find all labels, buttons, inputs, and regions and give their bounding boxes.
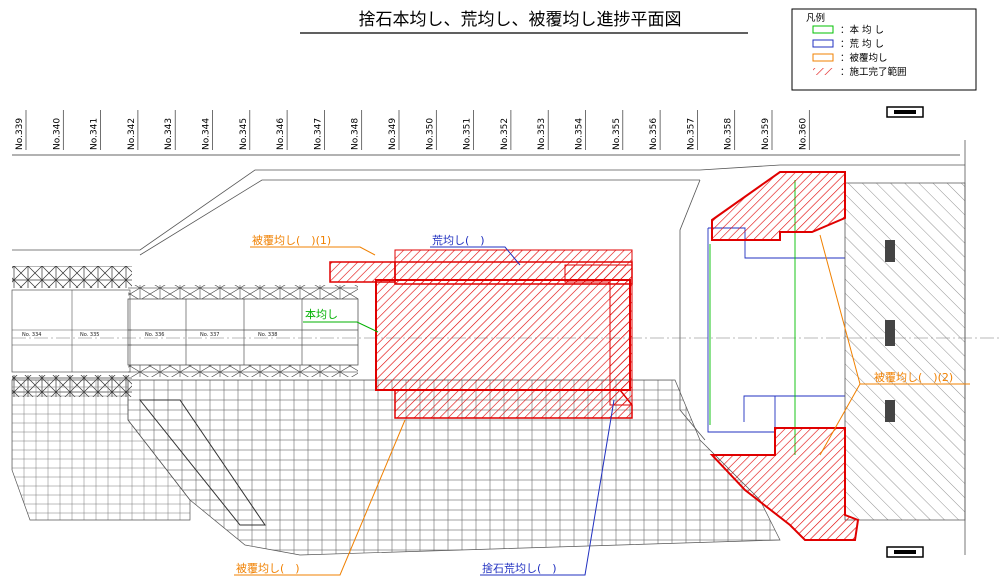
station-label: No.353: [537, 118, 547, 150]
label-block-3: [885, 400, 895, 422]
station-label: No.343: [164, 118, 174, 150]
left-block-lines: [12, 290, 132, 372]
armor-block-field-left: [11, 379, 191, 521]
station-label: No.356: [649, 118, 659, 150]
legend-label-ara: ：荒 均 し: [840, 38, 884, 50]
station-label: No.355: [612, 118, 622, 150]
station-label: No.349: [388, 118, 398, 150]
callout-hifuku1: 被覆均し( )(1): [252, 234, 331, 247]
station-label: No.342: [127, 118, 137, 150]
station-label: No.348: [351, 118, 361, 150]
label-block-2: [885, 320, 895, 346]
completed-areas: [329, 171, 860, 541]
block-label-2: No. 335: [80, 332, 99, 338]
completed-right-edge: [564, 264, 633, 406]
caisson-row: [127, 298, 359, 366]
station-label: No.350: [425, 118, 435, 150]
legend-swatch-completed: [813, 68, 833, 75]
completed-hifuku-strip-top: [394, 249, 633, 263]
station-label: No.352: [500, 118, 510, 150]
ara-outline-right: [707, 227, 845, 433]
completed-right-upper: [711, 171, 846, 241]
station-label: No.351: [463, 118, 473, 150]
station-label: No.358: [724, 118, 734, 150]
legend-swatch-hifuku: [812, 53, 834, 62]
completed-right-lower: [709, 427, 860, 541]
station-label: No.359: [761, 118, 771, 150]
legend-swatch-ara: [812, 39, 834, 48]
completed-hifuku-bottom: [394, 389, 633, 419]
legend-swatch-hon: [812, 25, 834, 34]
completed-hifuku1: [329, 261, 396, 283]
existing-structure-hatch: [844, 182, 966, 521]
tag-box-bottom: [886, 546, 924, 558]
legend-label-completed: ：施工完了範囲: [840, 66, 907, 78]
caisson-dividers: [128, 299, 358, 365]
left-block-area: [11, 289, 131, 373]
station-markers: No.339 No.340 No.341 No.342 No.343 No.344 No.3…: [15, 110, 810, 150]
station-label: No.339: [15, 118, 25, 150]
callout-sutecara: 捨石荒均し( ): [482, 561, 557, 575]
callout-hifuku: 被覆均し( ): [236, 562, 300, 575]
legend: 凡例 ：本 均 し ：荒 均 し ：被覆均し ：施工完了範囲: [791, 8, 977, 91]
block-label-3: No. 336: [145, 332, 164, 338]
callout-hon: 本均し: [305, 307, 338, 321]
completed-hon-main: [375, 279, 631, 391]
station-label: No.354: [575, 118, 585, 150]
legend-label-hon: ：本 均 し: [840, 24, 884, 36]
station-label: No.360: [798, 118, 808, 150]
callout-ara: 荒均し( ): [432, 234, 485, 247]
drawing-title: 捨石本均し、荒均し、被覆均し進捗平面図: [359, 10, 682, 30]
caisson-truss-top: [128, 285, 358, 299]
block-label-4: No. 337: [200, 332, 219, 338]
station-label: No.346: [276, 118, 286, 150]
station-label: No.344: [202, 118, 212, 150]
callout-leaders: [234, 234, 970, 576]
caisson-truss-bottom: [128, 365, 358, 377]
callout-hifuku2: 被覆均し( )(2): [874, 371, 953, 384]
station-label: No.357: [686, 118, 696, 150]
legend-heading: 凡例: [806, 12, 825, 24]
left-caisson-row-top: [12, 266, 132, 288]
station-label: No.345: [239, 118, 249, 150]
legend-label-hifuku: ：被覆均し: [840, 52, 888, 64]
label-block-1: [885, 240, 895, 262]
tag-box-top: [886, 106, 924, 118]
block-label-1: No. 334: [22, 332, 41, 338]
station-label: No.341: [90, 118, 100, 150]
diagonal-ramp: [138, 399, 266, 526]
station-label: No.340: [52, 118, 62, 150]
block-label-5: No. 338: [258, 332, 277, 338]
station-label: No.347: [313, 118, 323, 150]
